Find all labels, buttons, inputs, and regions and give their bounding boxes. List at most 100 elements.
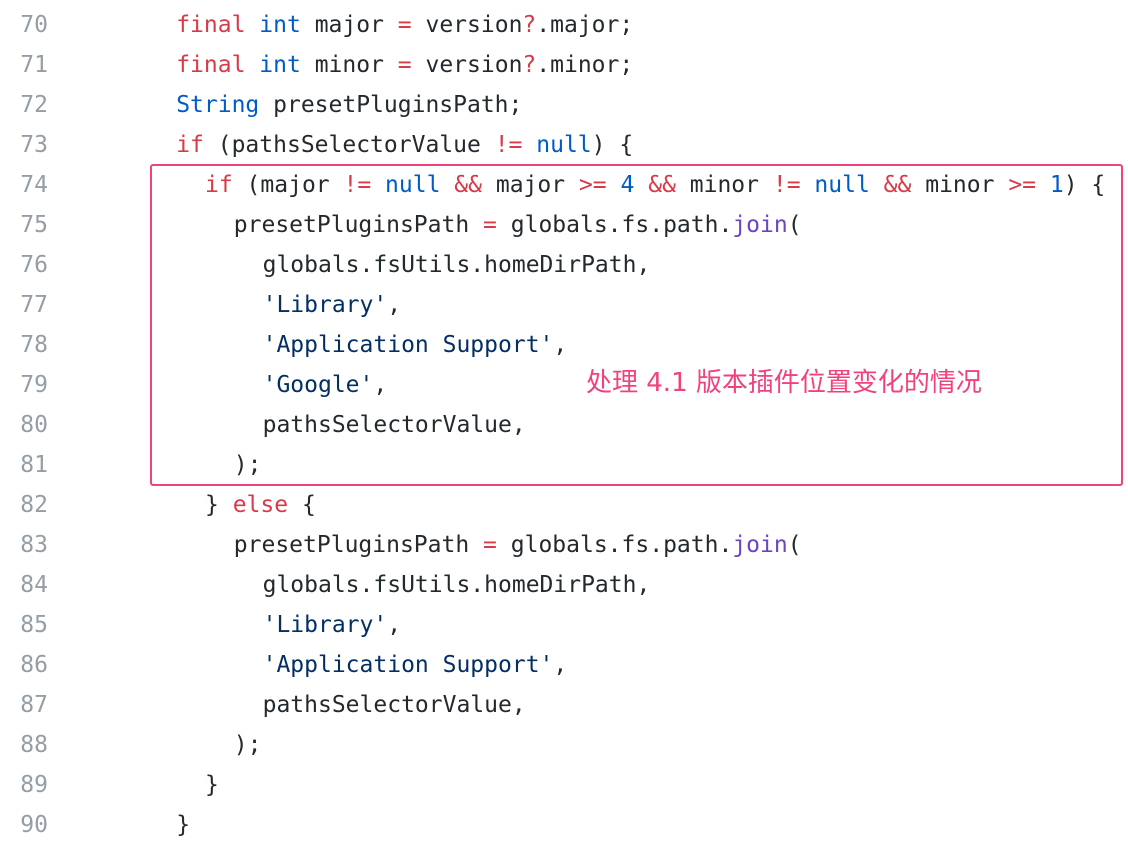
keyword-token: = <box>483 532 497 558</box>
code-token: , <box>387 612 402 638</box>
code-text: 'Application Support', <box>263 645 568 685</box>
code-text: 'Library', <box>263 605 401 645</box>
code-token <box>1036 172 1050 198</box>
keyword-token: = <box>397 52 412 78</box>
code-token: pathsSelectorValue, <box>262 412 526 438</box>
keyword-token: && <box>454 172 482 198</box>
code-token: (pathsSelectorValue <box>203 132 495 158</box>
line-number: 74 <box>20 172 48 198</box>
line-number: 89 <box>20 772 48 798</box>
line-number: 71 <box>20 52 48 78</box>
code-line: 76 globals.fsUtils.homeDirPath, <box>0 245 1128 285</box>
code-token: } <box>205 772 219 798</box>
line-number: 81 <box>20 452 48 478</box>
function-token: join <box>732 212 788 238</box>
code-token: pathsSelectorValue, <box>262 692 526 718</box>
keyword-token: >= <box>578 172 607 198</box>
code-token: presetPluginsPath <box>233 212 484 238</box>
type-token: null <box>536 132 592 158</box>
code-line: 81); <box>0 445 1128 485</box>
code-token: .major; <box>536 12 634 38</box>
type-token: int <box>259 52 301 78</box>
code-text: 'Library', <box>263 285 401 325</box>
line-number: 76 <box>20 252 48 278</box>
code-text: 'Application Support', <box>263 325 568 365</box>
keyword-token: ? <box>522 12 537 38</box>
line-number: 86 <box>20 652 48 678</box>
code-token: minor <box>675 172 773 198</box>
code-token: version <box>411 12 523 38</box>
code-token: ( <box>787 212 802 238</box>
line-number: 73 <box>20 132 48 158</box>
line-number: 88 <box>20 732 48 758</box>
code-token: ) { <box>591 132 634 158</box>
keyword-token: && <box>883 172 912 198</box>
string-token: 'Library' <box>262 292 388 318</box>
code-text: globals.fsUtils.homeDirPath, <box>263 245 651 285</box>
code-line: 87 pathsSelectorValue, <box>0 685 1128 725</box>
code-line: 84 globals.fsUtils.homeDirPath, <box>0 565 1128 605</box>
keyword-token: && <box>648 172 676 198</box>
line-number: 79 <box>20 372 48 398</box>
code-token <box>870 172 884 198</box>
type-token: String <box>176 92 260 118</box>
code-token <box>801 172 815 198</box>
code-text: presetPluginsPath = globals.fs.path.join… <box>234 525 802 565</box>
keyword-token: if <box>176 132 204 158</box>
code-token <box>440 172 454 198</box>
code-line: 90} <box>0 805 1128 845</box>
code-token: presetPluginsPath <box>233 532 484 558</box>
annotation-label: 处理 4.1 版本插件位置变化的情况 <box>586 368 982 398</box>
keyword-token: final <box>176 12 246 38</box>
line-number: 90 <box>20 812 48 838</box>
line-number: 87 <box>20 692 48 718</box>
keyword-token: else <box>232 492 289 518</box>
string-token: 'Application Support' <box>262 332 554 358</box>
code-token: , <box>373 372 388 398</box>
keyword-token: != <box>494 132 523 158</box>
code-line: 79 'Google', <box>0 365 1128 405</box>
code-text: ); <box>234 445 262 485</box>
code-token: minor <box>300 52 398 78</box>
code-token: (major <box>232 172 344 198</box>
line-number: 80 <box>20 412 48 438</box>
code-token: presetPluginsPath; <box>259 92 523 118</box>
code-token: } <box>176 812 191 838</box>
line-number: 82 <box>20 492 48 518</box>
string-token: 'Application Support' <box>262 652 554 678</box>
code-token: , <box>553 332 568 358</box>
line-number: 78 <box>20 332 48 358</box>
code-text: presetPluginsPath = globals.fs.path.join… <box>234 205 802 245</box>
line-number: 70 <box>20 12 48 38</box>
code-token: globals.fsUtils.homeDirPath, <box>262 572 651 598</box>
code-text: if (pathsSelectorValue != null) { <box>176 125 633 165</box>
code-line: 82} else { <box>0 485 1128 525</box>
keyword-token: ? <box>522 52 537 78</box>
function-token: join <box>732 532 788 558</box>
code-token: major <box>482 172 579 198</box>
line-number: 84 <box>20 572 48 598</box>
keyword-token: if <box>205 172 233 198</box>
code-token <box>245 52 259 78</box>
code-token: minor <box>911 172 1009 198</box>
code-text: 'Google', <box>263 365 388 405</box>
code-token: .minor; <box>536 52 634 78</box>
code-token: , <box>553 652 568 678</box>
code-token: ) { <box>1063 172 1106 198</box>
code-line: 88); <box>0 725 1128 765</box>
code-token: globals.fs.path. <box>496 212 733 238</box>
code-token: { <box>288 492 316 518</box>
number-token: 4 <box>620 172 635 198</box>
string-token: 'Library' <box>262 612 388 638</box>
type-token: int <box>259 12 301 38</box>
code-line: 77'Library', <box>0 285 1128 325</box>
keyword-token: >= <box>1008 172 1037 198</box>
keyword-token: = <box>483 212 497 238</box>
code-token: } <box>205 492 233 518</box>
code-text: String presetPluginsPath; <box>176 85 522 125</box>
